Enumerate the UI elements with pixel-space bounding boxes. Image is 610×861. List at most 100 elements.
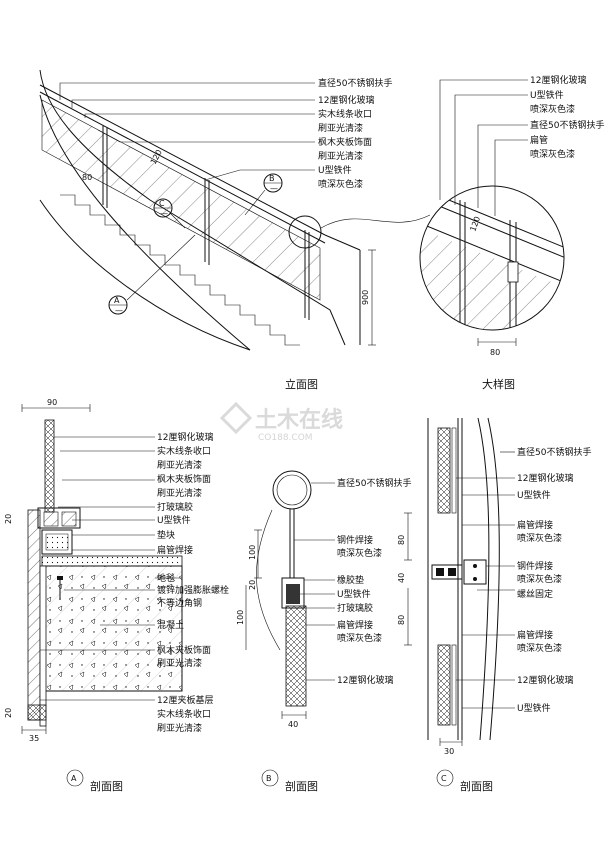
sec-b-dim-40: 40 [288,720,298,729]
elevation-caption: 立面图 [285,377,318,391]
sec-a-callout: A [71,774,77,783]
elev-label-7: 喷深灰色漆 [318,178,363,190]
sec-c-leaders [456,451,515,709]
sec-c-handrail-curve [487,417,500,741]
sec-b-label-2: 喷深灰色漆 [337,547,382,559]
elev-label-3: 刷亚光清漆 [318,122,363,134]
elev-label-5: 刷亚光清漆 [318,150,363,162]
elevation-view: 900 120 80 A — B — C — [39,69,431,391]
watermark-text: 土木在线 [255,407,343,433]
detail-circle [288,215,322,249]
sec-a-label-14: 刷亚光清漆 [157,657,202,669]
detail-dim-120: 120 [468,215,482,232]
section-b-view: 100 20 100 40 直径50不锈钢扶手 钢件焊接 喷深灰色漆 橡胶垫 U… [236,470,411,793]
sec-a-dim-20a: 20 [4,514,13,524]
elevation-curve-lower [39,199,251,351]
sec-a-label-0: 12厘钢化玻璃 [157,431,213,443]
detail-dim-80: 80 [490,348,500,357]
svg-text:C: C [159,199,165,208]
sec-b-caption: 剖面图 [285,779,318,793]
sec-a-label-1: 实木线条收口 [157,445,211,457]
sec-b-dim-20: 20 [248,580,257,590]
sec-c-label-2: U型铁件 [517,489,551,501]
svg-text:—: — [160,209,168,218]
sec-a-leaders [40,436,182,701]
detail-label-1: U型铁件 [530,89,564,101]
detail-label-3: 直径50不锈钢扶手 [530,119,604,131]
svg-text:B: B [269,174,275,183]
section-a-view: 90 35 20 20 [4,398,229,793]
elevation-steps [60,194,300,346]
sec-b-glass [285,605,307,707]
sec-b-leaders [294,482,335,681]
svg-text:—: — [270,184,278,193]
sec-a-dim-35: 35 [29,734,39,743]
detail-caption: 大样图 [482,377,515,391]
sec-b-label-7: 喷深灰色漆 [337,632,382,644]
dim-900: 900 [361,290,370,305]
detail-leader [320,214,431,229]
sec-b-label-3: 橡胶垫 [337,574,364,586]
sec-c-label-5: 钢件焊接 [517,560,553,572]
sec-a-label-6: U型铁件 [157,514,191,526]
sec-c-label-7: 螺丝固定 [517,588,553,600]
sec-a-label-8: 扁管焊接 [157,544,193,556]
sec-a-label-16: 实木线条收口 [157,708,211,720]
sec-c-label-10: 12厘钢化玻璃 [517,674,573,686]
detail-leaders [439,79,528,216]
sec-a-label-17: 刷亚光清漆 [157,722,202,734]
sec-c-glass-bottom [437,644,451,726]
elevation-glass-hatch [41,99,321,301]
sec-c-label-3: 扁管焊接 [517,519,553,531]
sec-b-label-0: 直径50不锈钢扶手 [337,477,411,489]
detail-label-2: 喷深灰色漆 [530,103,575,115]
sec-a-label-9: 地毯 [157,572,175,584]
sec-b-handrail [272,470,312,510]
sec-c-dim-80b: 80 [397,615,406,625]
sec-c-glass-top [437,427,451,514]
sec-a-dim-90: 90 [47,398,57,407]
callout-c: C — [153,198,186,229]
detail-label-5: 喷深灰色漆 [530,148,575,160]
sec-a-side-panel [27,509,41,721]
sec-a-dim-20b: 20 [4,708,13,718]
sec-c-label-4: 喷深灰色漆 [517,532,562,544]
sec-c-dim-30: 30 [444,747,454,756]
sec-c-caption: 剖面图 [460,779,493,793]
detail-label-4: 扁管 [530,134,548,146]
sec-b-dim-100b: 100 [236,610,245,625]
sec-b-label-1: 钢件焊接 [337,534,373,546]
watermark-sub: CO188.COM [258,433,313,443]
elev-label-1: 12厘钢化玻璃 [318,94,374,106]
sec-a-label-15: 12厘夹板基层 [157,694,213,706]
dim-80: 80 [82,173,92,182]
elev-label-2: 实木线条收口 [318,108,372,120]
callout-a: A — [108,234,196,315]
section-c-view: 80 40 80 30 直径50不锈钢扶手 12厘钢化玻璃 U型铁件 扁管焊接 … [397,417,591,793]
sec-a-label-4: 刷亚光清漆 [157,487,202,499]
sec-a-caption: 剖面图 [90,779,123,793]
sec-c-label-11: U型铁件 [517,702,551,714]
sec-b-label-5: 打玻璃胶 [337,602,373,614]
sec-a-carpet [41,555,183,567]
sec-a-label-13: 枫木夹板饰面 [157,644,211,656]
sec-a-label-7: 垫块 [157,529,175,541]
sec-b-label-6: 扁管焊接 [337,619,373,631]
sec-b-label-4: U型铁件 [337,588,371,600]
sec-c-dim-80a: 80 [397,535,406,545]
sec-a-label-10: 镀锌加强膨胀螺栓 [157,584,229,596]
watermark: 土木在线 CO188.COM [219,401,343,443]
sec-b-label-8: 12厘钢化玻璃 [337,674,393,686]
svg-text:—: — [115,306,123,315]
sec-b-dim-100a: 100 [248,545,257,560]
sec-c-label-9: 喷深灰色漆 [517,642,562,654]
svg-text:A: A [114,296,120,305]
elev-label-0: 直径50不锈钢扶手 [318,77,392,89]
detail-label-0: 12厘钢化玻璃 [530,74,586,86]
callout-b: B — [244,173,283,216]
detail-view: 120 80 12厘钢化玻璃 U型铁件 喷深灰色漆 直径50不锈钢扶手 扁管 喷… [419,74,604,391]
sec-a-label-2: 刷亚光清漆 [157,459,202,471]
sec-a-label-12: 混凝土 [157,619,184,631]
sec-c-label-1: 12厘钢化玻璃 [517,472,573,484]
